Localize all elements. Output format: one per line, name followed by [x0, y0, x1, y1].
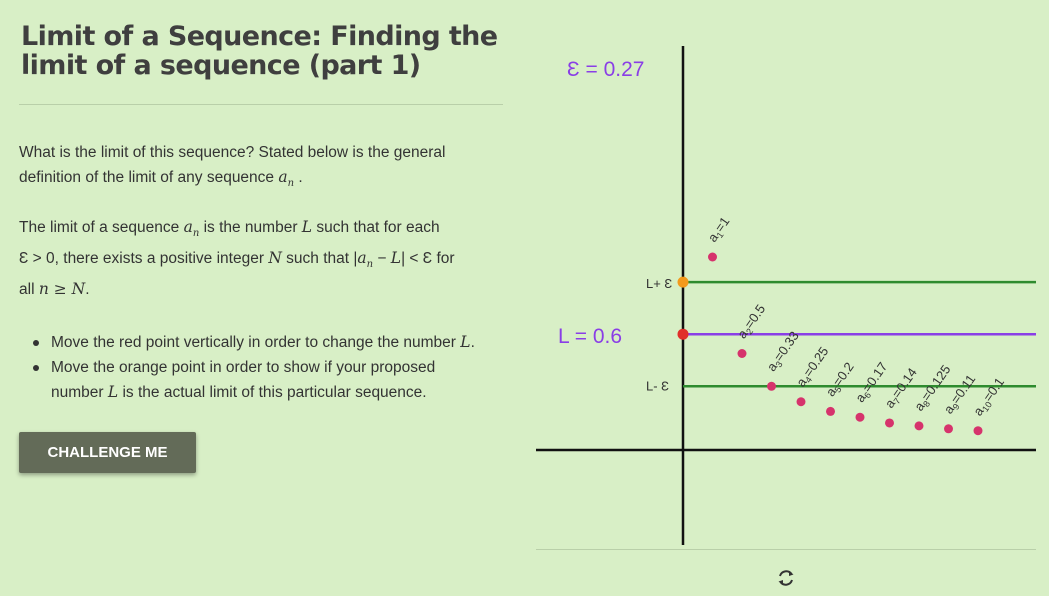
limit-label: L = 0.6	[558, 325, 622, 348]
intro-line2: definition of the limit of any sequence	[19, 169, 279, 186]
sequence-point	[796, 397, 806, 407]
intro-text: What is the limit of this sequence? Stat…	[19, 144, 446, 190]
sequence-point	[708, 252, 717, 262]
sequence-point	[944, 424, 953, 434]
refresh-icon[interactable]	[776, 568, 796, 588]
instruction-list: Move the red point vertically in order t…	[19, 330, 499, 405]
lower-bound-label: L- Ɛ	[646, 378, 669, 393]
sequence-graph[interactable]: Ɛ = 0.27L = 0.6L+ ƐL- Ɛa1=1a2=0.5a3=0.33…	[536, 30, 1046, 550]
upper-bound-label: L+ Ɛ	[646, 276, 672, 291]
definition-text: The limit of a sequence an is the number…	[19, 218, 455, 299]
sequence-point	[973, 426, 983, 436]
epsilon-label: Ɛ = 0.27	[567, 58, 645, 81]
intro-line1: What is the limit of this sequence? Stat…	[19, 144, 446, 161]
sequence-point	[855, 412, 865, 422]
instruction-item: Move the red point vertically in order t…	[19, 330, 499, 355]
sequence-point-label: a2=0.5	[734, 302, 770, 343]
a-n-symbol: an	[278, 168, 295, 190]
sequence-point-label: a4=0.25	[793, 344, 833, 391]
instruction-item-continued: number L is the actual limit of this par…	[51, 383, 427, 401]
sequence-point	[914, 421, 924, 431]
challenge-me-button[interactable]: CHALLENGE ME	[19, 432, 196, 473]
limit-point[interactable]	[677, 328, 689, 340]
instruction-item: Move the orange point in order to show i…	[19, 355, 499, 380]
title-divider	[19, 104, 503, 105]
sequence-point	[767, 381, 776, 391]
sequence-point	[885, 418, 894, 428]
sequence-point	[826, 406, 835, 416]
page-title: Limit of a Sequence: Finding the limit o…	[21, 21, 498, 81]
epsilon-point[interactable]	[677, 276, 689, 288]
graph-divider	[536, 549, 1036, 550]
sequence-point-label: a1=1	[705, 214, 734, 246]
sequence-point	[737, 349, 747, 358]
